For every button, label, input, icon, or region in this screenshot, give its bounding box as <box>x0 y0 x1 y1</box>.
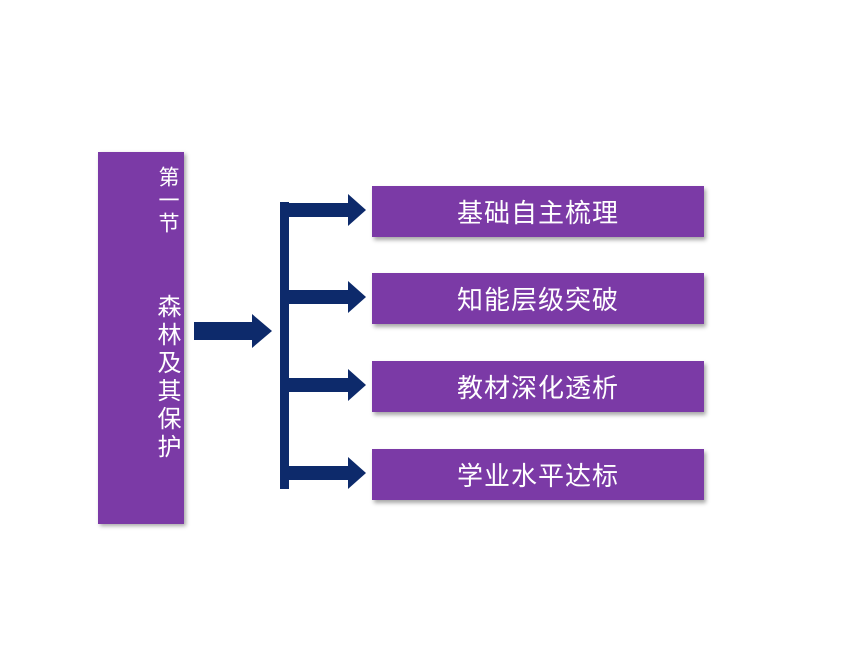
section-title: 森林及其保护 <box>98 294 184 462</box>
bracket-spine <box>280 202 289 489</box>
section-title-box: 第一节 森林及其保护 <box>98 152 184 524</box>
menu-item-label: 基础自主梳理 <box>456 199 619 229</box>
menu-item-skill-breakthrough[interactable]: 知能层级突破 <box>372 273 704 324</box>
branch-arrow-1-icon <box>280 194 366 226</box>
menu-item-basic-review[interactable]: 基础自主梳理 <box>372 186 704 237</box>
branch-arrow-3-icon <box>285 369 366 401</box>
branch-arrow-2-icon <box>285 281 366 313</box>
menu-item-label: 教材深化透析 <box>456 374 619 404</box>
menu-item-label: 知能层级突破 <box>456 286 619 316</box>
section-title-text: 森林及其保护 <box>153 294 181 462</box>
menu-item-proficiency-test[interactable]: 学业水平达标 <box>372 449 704 500</box>
main-arrow-icon <box>194 314 272 348</box>
chapter-label-text: 第一节 <box>156 166 180 235</box>
menu-item-label: 学业水平达标 <box>456 462 619 492</box>
menu-item-textbook-analysis[interactable]: 教材深化透析 <box>372 361 704 412</box>
branch-arrow-4-icon <box>280 457 366 489</box>
chapter-label: 第一节 <box>98 166 184 235</box>
